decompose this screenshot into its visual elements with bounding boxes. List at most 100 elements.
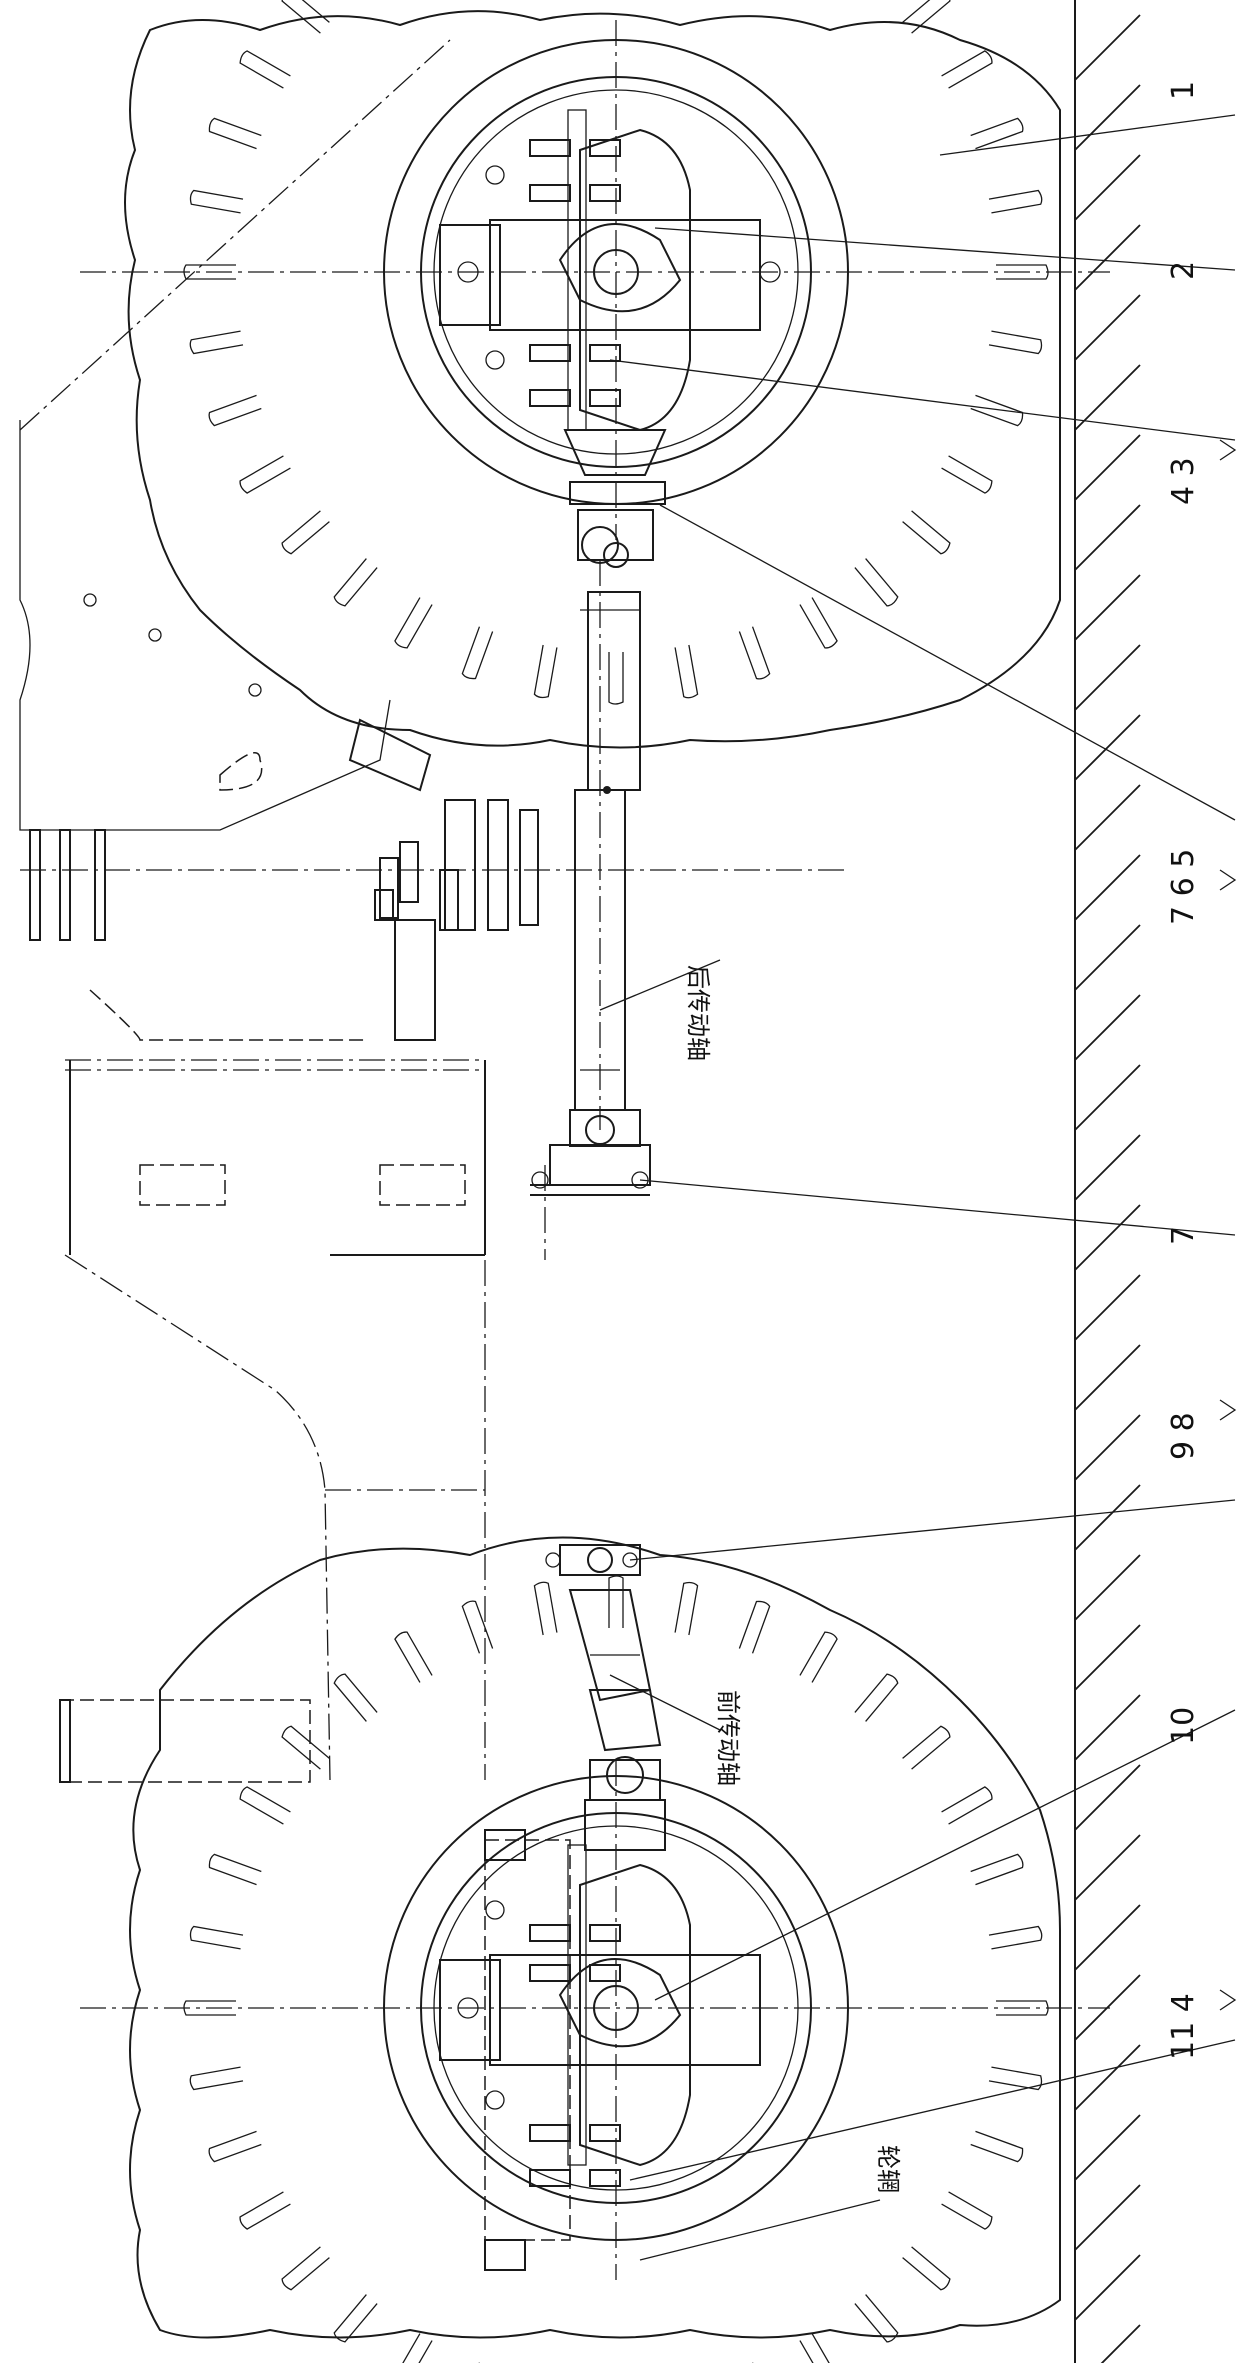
hatch-line [1074,994,1141,1061]
tread-lug [281,510,330,555]
tread-lug [854,1673,899,1722]
front-frame-rail [484,1839,571,2241]
front-bolt-hole-ul [485,1900,505,1920]
hatch-line [1074,2044,1141,2111]
tread-lug [281,2246,330,2291]
tread-lug [970,1853,1024,1886]
tread-lug [333,2294,378,2343]
callout-6: 9 8 [1166,1412,1201,1460]
tread-lug [996,2000,1049,2016]
tread-lug [674,644,699,699]
hatch-line [1074,2114,1141,2181]
leader-lines [599,114,1236,2261]
tread-lug [608,1575,624,1628]
rear-flange-plate [567,109,587,431]
tread-lug [988,1925,1043,1950]
callout-5: 7 [1166,1226,1201,1245]
rear-bolt-hole-ll [485,350,505,370]
tread-lug [799,1631,838,1683]
tread-lug [183,2000,236,2016]
tread-lug [988,330,1043,355]
tread-lug [208,1853,262,1886]
tread-lug [189,189,244,214]
tread-lug [941,50,993,89]
tread-lug [189,1925,244,1950]
tread-lug [281,0,330,34]
front-flange-plate [567,1844,587,2166]
chassis-frame [19,39,850,1781]
rear-brake-block [439,224,501,326]
hatch-line [1074,644,1141,711]
hatch-line [1074,14,1141,81]
rim-label: 轮辋 [874,2145,902,2193]
callout-7: 10 [1166,1707,1201,1745]
hatch-line [1100,2324,1141,2363]
front-bolt-upper [529,1924,621,1982]
front-tread-lugs [183,1575,1049,2363]
front-tire-outline [129,1536,1061,2339]
tread-lug [941,455,993,494]
hatch-line [1074,1134,1141,1201]
hatch-line [1074,1204,1141,1271]
rear-bolt-upper [529,139,621,202]
front-brake-block [439,1959,501,2061]
front-hub-body [579,1863,691,2167]
tread-lug [239,1786,291,1825]
tread-lug [333,1673,378,1722]
front-wheel [80,1536,1110,2363]
tread-lug [854,558,899,607]
tread-lug [902,510,951,555]
hatch-line [1074,434,1141,501]
hatch-line [1074,294,1141,361]
rear-tire-outline [124,10,1061,749]
hatch-line [1074,84,1141,151]
callout-4: 7 6 5 [1166,849,1201,925]
front-drive-shaft [545,1544,666,1851]
hatch-line [1074,1904,1141,1971]
tread-lug [902,0,951,34]
tread-lug [394,1631,433,1683]
tread-lug [738,626,771,680]
tread-lug [394,597,433,649]
hatch-line [1074,1554,1141,1621]
tread-lug [738,1600,771,1654]
rear-tread-lugs [183,0,1049,705]
tread-lug [402,2333,433,2363]
tread-lug [189,2066,244,2091]
hatch-line [1074,784,1141,851]
hatch-line [1074,2254,1141,2321]
tread-lug [854,2294,899,2343]
rear-shaft-support [530,1165,650,1260]
tread-lug [239,2191,291,2230]
tread-lug [799,597,838,649]
front-rail-cap-bottom [484,2239,526,2271]
tread-lug [281,1725,330,1770]
callout-3: 4 3 [1166,457,1201,505]
ground-hatching [1074,14,1141,2363]
rear-bolt-lower [529,344,621,407]
hatch-line [1074,504,1141,571]
rear-axle-housing [489,219,761,331]
hatch-line [1074,1274,1141,1341]
hatch-line [1074,1064,1141,1131]
hatch-line [1074,924,1141,991]
rear-hub-body [579,128,691,432]
front-rail-cap-top [484,1829,526,1861]
tread-lug [988,189,1043,214]
tread-lug [902,2246,951,2291]
tread-lug [970,394,1024,427]
front-post [59,1699,311,1783]
tread-lug [970,2130,1024,2163]
tread-lug [799,2333,830,2363]
front-bolt-hole-ll [485,2090,505,2110]
tread-lug [239,455,291,494]
hatch-line [1074,2184,1141,2251]
callout-braces [1219,439,1237,2011]
rear-axle-cover [558,223,682,313]
hatch-line [1074,154,1141,221]
tread-lug [988,2066,1043,2091]
hatch-line [1074,854,1141,921]
hatch-line [1074,574,1141,641]
tread-lug [608,652,624,705]
tread-lug [674,1581,699,1636]
